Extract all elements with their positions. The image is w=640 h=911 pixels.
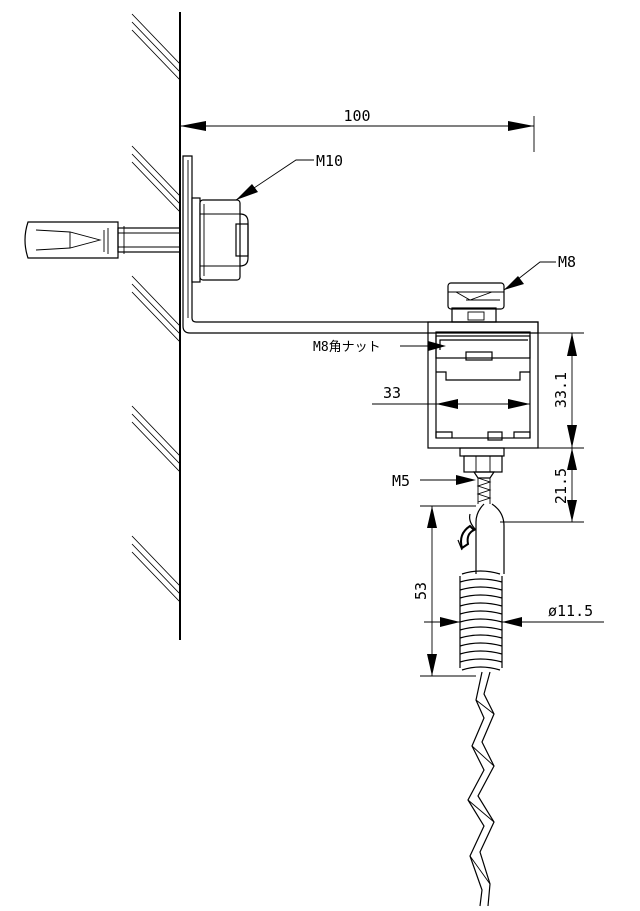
dim-100-label: 100 xyxy=(343,107,370,125)
callout-m8: M8 xyxy=(503,253,576,291)
dimension-100: 100 xyxy=(180,107,535,152)
twisted-wire xyxy=(467,671,495,907)
m8-bolt xyxy=(447,282,505,323)
callout-m5-label: M5 xyxy=(392,472,410,490)
callout-m8-square-nut: M8角ナット xyxy=(313,340,446,355)
callout-m10-label: M10 xyxy=(316,152,343,170)
wall xyxy=(131,12,181,640)
dimension-33: 33 xyxy=(372,384,530,409)
m10-nut xyxy=(191,197,249,283)
callout-m8-label: M8 xyxy=(558,253,576,271)
dim-33-label: 33 xyxy=(383,384,401,402)
dim-33-1-label: 33.1 xyxy=(552,372,570,408)
dim-21-5-label: 21.5 xyxy=(552,468,570,504)
hanger-body xyxy=(427,321,539,449)
dim-53-label: 53 xyxy=(412,582,430,600)
dimension-diameter-11-5: ø11.5 xyxy=(424,602,604,627)
anchor-bolt xyxy=(24,221,181,259)
dimension-33-1: 33.1 xyxy=(538,332,584,449)
callout-m8-square-nut-label: M8角ナット xyxy=(313,340,381,355)
callout-m10: M10 xyxy=(235,152,343,201)
callout-m5: M5 xyxy=(392,472,476,490)
m5-nut-rod xyxy=(459,447,505,504)
wall-hatching xyxy=(131,13,181,603)
dimension-53: 53 xyxy=(412,505,476,677)
dimension-21-5: 21.5 xyxy=(500,448,584,523)
spring-coils xyxy=(459,570,503,671)
dim-diameter-11-5-label: ø11.5 xyxy=(548,602,593,620)
hook-and-spring xyxy=(457,503,505,671)
